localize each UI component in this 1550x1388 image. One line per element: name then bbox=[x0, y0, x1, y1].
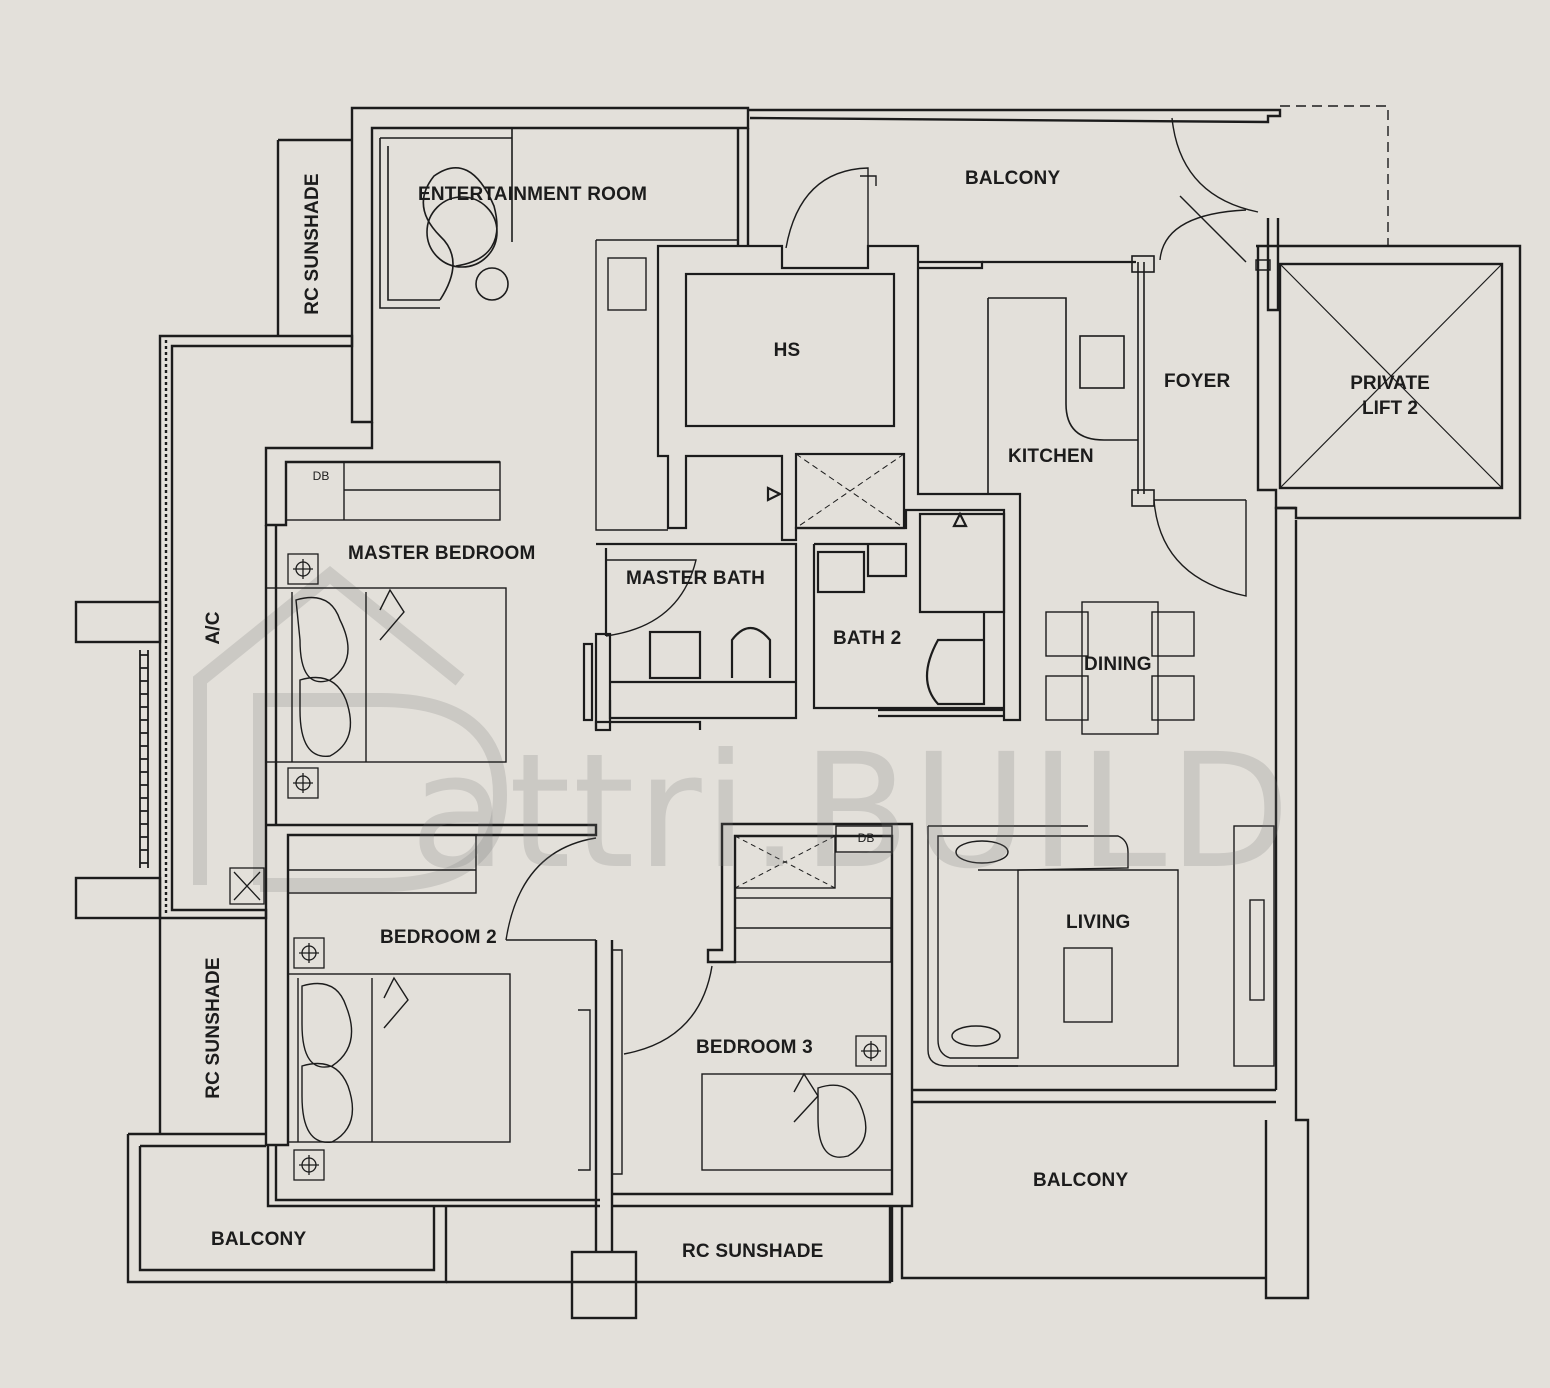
label-ac: A/C bbox=[203, 611, 224, 645]
label-db-bedroom3: DB bbox=[857, 831, 875, 845]
label-rc-sunshade-top: RC SUNSHADE bbox=[302, 173, 323, 315]
master-bath bbox=[582, 486, 798, 732]
exterior-walls bbox=[74, 105, 1522, 1320]
counter-left bbox=[595, 239, 738, 531]
label-db-master: DB bbox=[312, 469, 330, 483]
label-balcony-top: BALCONY bbox=[965, 168, 1061, 189]
label-bath-2: BATH 2 bbox=[833, 628, 902, 649]
ac-symbols bbox=[229, 553, 887, 1181]
bedroom2-bed bbox=[287, 834, 713, 1175]
label-foyer: FOYER bbox=[1164, 371, 1231, 392]
entertainment-furniture bbox=[379, 128, 513, 309]
bedroom3-bed bbox=[701, 825, 893, 1171]
living-set bbox=[927, 825, 1275, 1067]
label-rc-sunshade-bottom: RC SUNSHADE bbox=[682, 1241, 824, 1262]
label-entertainment-room: ENTERTAINMENT ROOM bbox=[418, 184, 648, 205]
label-dining: DINING bbox=[1084, 654, 1152, 675]
label-balcony-left: BALCONY bbox=[211, 1229, 307, 1250]
label-master-bedroom: MASTER BEDROOM bbox=[348, 543, 536, 564]
label-bedroom-3: BEDROOM 3 bbox=[696, 1037, 813, 1058]
label-private-lift: PRIVATE LIFT 2 bbox=[1350, 371, 1430, 421]
label-hs: HS bbox=[773, 340, 801, 361]
label-kitchen: KITCHEN bbox=[1008, 446, 1094, 467]
left-fins bbox=[139, 650, 149, 868]
bath-2 bbox=[812, 511, 1006, 718]
kitchen-counter bbox=[987, 255, 1155, 507]
label-private-lift-text: PRIVATE LIFT 2 bbox=[1350, 373, 1430, 419]
foyer-doors bbox=[1153, 117, 1271, 597]
watermark-text: attri.BUILD bbox=[410, 720, 1293, 904]
label-living: LIVING bbox=[1066, 912, 1131, 933]
label-master-bath: MASTER BATH bbox=[626, 568, 766, 589]
hs-block bbox=[656, 244, 1136, 722]
label-rc-sunshade-left: RC SUNSHADE bbox=[203, 957, 224, 1099]
label-bedroom-2: BEDROOM 2 bbox=[380, 927, 497, 948]
master-bed bbox=[265, 461, 507, 763]
balcony-door bbox=[785, 167, 877, 249]
label-balcony-right: BALCONY bbox=[1033, 1170, 1129, 1191]
dining-set bbox=[1045, 601, 1195, 735]
